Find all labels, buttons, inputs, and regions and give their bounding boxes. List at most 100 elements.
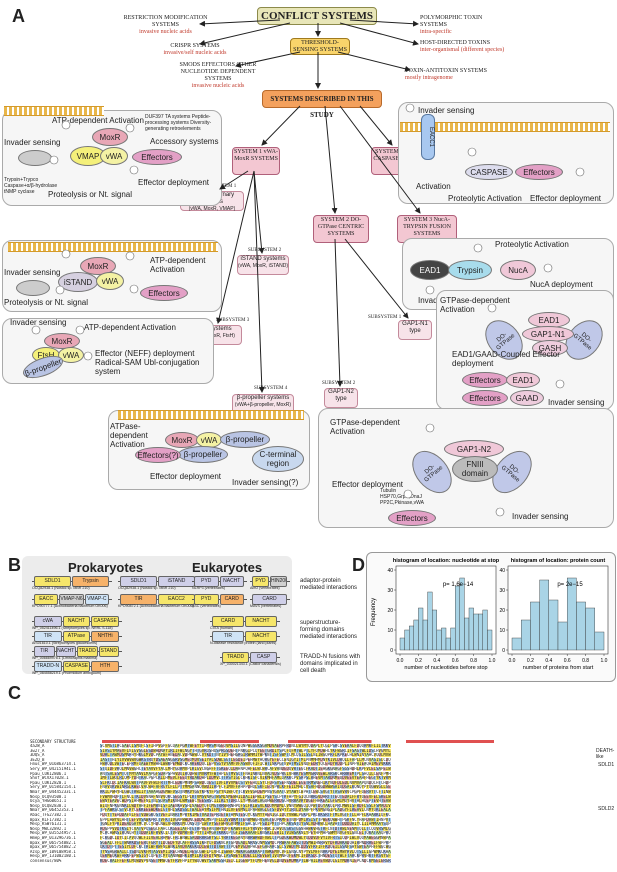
- x-axis-label: number of nucleotides before stop: [404, 665, 487, 671]
- protein-domain: SDLD1: [120, 576, 157, 587]
- histogram-bar: [422, 619, 428, 651]
- protein-accession: MAVS (vertebrates): [250, 604, 282, 608]
- msa-sequence-row: Nosp_MWC32892.1RDGPPVVDTKSIYCVATVPQSEGCF…: [30, 826, 600, 832]
- smods-target: invasive nucleic acids: [191, 83, 245, 89]
- ss2-head: SUBSYSTEM 2: [248, 248, 282, 253]
- msa-row-name: Nosp_OCQ82838.1: [30, 803, 67, 808]
- box5-invader: Invader sensing: [418, 106, 475, 115]
- protein-accession: WP_052411496.1 (Streptomyces sp. NRRL S-…: [32, 626, 113, 630]
- msa-row-residues: VDRLTAWMDSMNRHYHKGIMVDCPAYWFHNEDACVDPNWW…: [100, 753, 600, 758]
- msa-row-name: Fmus_WP_016863714.1: [30, 762, 76, 767]
- msa-row-residues: WIQFNPKGNNKILWDYAHFIFEMRNISFIAENKHVSHINA…: [100, 803, 600, 808]
- msa-sequence-row: Mesp_KSW76131.1TGNLFYPKIDEADGAYMCVCCYHDC…: [30, 822, 600, 827]
- y-tick-label: 30: [387, 588, 393, 594]
- box3-deploy: Effector (NEFF) deployment Radical-SAM U…: [95, 349, 200, 376]
- x-tick-label: 0.0: [397, 658, 404, 664]
- y-tick-label: 40: [499, 568, 505, 574]
- system-1-box: SYSTEM 1 vWA-MoxR SYSTEMS: [232, 147, 280, 175]
- y-tick-label: 20: [499, 608, 505, 614]
- msa-row-name: Nosp_OCQ93508.1: [30, 794, 67, 799]
- protein-domain: PYD: [252, 576, 269, 587]
- msa-row-name: 3EZQ_B: [30, 757, 45, 762]
- p-value-annotation: p= 1.6e−14: [443, 582, 474, 588]
- msa-row-residues: PDQYTYEHDDAFNLFETVDWGKQSTVEFINARTMPRYKIM…: [100, 813, 600, 817]
- histogram-charts: histogram of location: nucleotide at sto…: [371, 558, 609, 671]
- box1-trypsin: Trypsin+Trypco Caspase+α/β-hydrolase tNM…: [4, 177, 58, 195]
- histogram-bar: [459, 577, 465, 651]
- box4-moxr: MoxR: [165, 432, 199, 448]
- msa-row-name: 4a2W_A: [30, 744, 45, 748]
- msa-label-death: DEATH-like: [596, 748, 615, 760]
- msa-header: SECONDARY STRUCTURE: [30, 739, 76, 744]
- protein-accession: N-disease resistance protein (land plant…: [210, 641, 277, 645]
- membrane-5: [400, 122, 610, 132]
- box5-effectors: Effectors: [515, 164, 563, 180]
- protein-domain: CASPASE: [91, 616, 119, 627]
- histogram-bar: [399, 637, 405, 651]
- box4-bprop: β-propeller: [220, 431, 270, 448]
- box2-proteolysis: Proteolysis or Nt. signal: [4, 298, 89, 307]
- msa-sequence-row: Shof_WCVX17028.1IMFTLWQLRLQMPYDHTKACPGPC…: [30, 776, 600, 781]
- histogram-bar: [530, 601, 540, 651]
- x-tick-label: 0.6: [452, 658, 459, 664]
- protein-domain: CASP: [250, 652, 277, 663]
- msa-row-name: Shof_WCVX17028.1: [30, 776, 69, 781]
- msa-row-name: Bpax_WP_065754882.2: [30, 845, 76, 850]
- cat-tradd: TRADD-N fusions with domains implicated …: [300, 654, 361, 674]
- box2-invader: Invader sensing: [4, 268, 61, 277]
- host-toxin-label: HOST-DIRECTED TOXINS inter-organismal (d…: [420, 40, 570, 54]
- box5-proteolytic: Proteolytic Activation: [448, 194, 522, 203]
- histogram-bar: [464, 617, 470, 651]
- msa-sequence-row: 4a2W_ASCVMGTIRCGAEQISMQFCSFIHPVGPFGCQAFP…: [30, 744, 600, 749]
- smods-name: SMODS EFFECTORS OTHER NUCLEOTIDE DEPENDE…: [179, 62, 257, 82]
- box7-activation: GTPase-dependent Activation: [440, 296, 510, 314]
- protein-domain: CASPASE: [62, 661, 91, 672]
- membrane-4: [118, 410, 304, 420]
- x-tick-label: 0.4: [433, 658, 440, 664]
- box1-invader: Invader sensing: [4, 138, 61, 147]
- histogram-bar: [566, 577, 577, 651]
- histogram-bar: [436, 629, 442, 651]
- msa-row-residues: SLFKCDCIAFKALWVTPAVFVFWIFRTTMHCEDKPMNMPS…: [100, 780, 600, 785]
- protein-accession: OCQ82938.1 (Nostoc sp. MBR 210): [118, 586, 176, 590]
- box1-activation: ATP-dependent Activation: [52, 116, 144, 125]
- histogram-bar: [473, 613, 479, 651]
- box5-caspase: CASPASE: [465, 164, 513, 180]
- msa-row-name: Mesp_KSW76131.1: [30, 822, 67, 827]
- rm-systems-target: invasive nucleic acids: [139, 29, 192, 35]
- protein-accession: Aim2 (vertebrates): [250, 586, 280, 590]
- histogram-bar: [548, 599, 559, 651]
- msa-row-name: Ocya_YHG60651.1: [30, 799, 67, 804]
- msa-row-residues: MCRCHWNSIRQNQHYTQDDAIKFRVKCICTVHVDMRFRFP…: [100, 831, 600, 836]
- msa-row-name: 3DQS_A: [30, 753, 45, 758]
- protein-domain: TIR: [34, 631, 62, 642]
- protein-accession: KPO90777.1 (Actinobacteria bacterium OK0…: [32, 604, 108, 608]
- msa-sequence-row: Nosp_OCQ82838.1 WIQFNPKGNNKILWDYAHFIFEMRN…: [30, 803, 600, 809]
- p-value-annotation: p= 2e−15: [557, 582, 583, 588]
- y-tick-label: 40: [387, 568, 393, 574]
- msa-row-name: Bpax_WP_065754882.1: [30, 840, 76, 845]
- msa-row-residues: SIASIYMAEVFLNIGVSGLESDWHDNAYIRIIFWLNGYTH…: [100, 748, 600, 753]
- box7-coupled: EAD1/GAAD-Coupled Effector deployment: [452, 350, 560, 368]
- protein-domain: CARD: [219, 594, 244, 605]
- msa-row-name: Mesp_WP_035524957.1: [30, 831, 76, 836]
- box7-gaad: GAAD: [510, 390, 544, 406]
- box6-trypsin: Trypsin: [448, 260, 492, 280]
- msa-row-name: Azsp_WP_109108958.1: [30, 849, 76, 854]
- y-tick-label: 30: [499, 588, 505, 594]
- histogram-bar: [477, 613, 483, 651]
- msa-row-residues: RDGPPVVDTKSIYCVATVPQSEGCFAHCCKGEEIAFHTGT…: [100, 826, 600, 831]
- panel-letter-a: A: [12, 6, 25, 26]
- protein-domain: Trypsin: [72, 576, 109, 587]
- msa-row-residues: EWNYEAVECWDPSIHHMEFNLTNISQASMIKNHLWMSEWC…: [100, 799, 600, 804]
- ss1-members: (vWA, MoxR, VMAP): [188, 206, 236, 212]
- ss4-name: β-propeller systems: [236, 395, 290, 401]
- x-tick-label: 0.0: [509, 658, 516, 664]
- panel-letter-b: B: [8, 555, 21, 575]
- msa-sequence-row: Ppau_CUK12820.1SLFKCDCIAFKALWVTPAVFVFWIF…: [30, 780, 600, 786]
- msa-sequence-row: Fmus_WP_016863714.1HWRQDLVWTECEPRMFQAEWY…: [30, 762, 600, 767]
- protein-domain: NACHT: [62, 616, 91, 627]
- msa-sequence-row: Bpax_KLF17382.1GPPLHWYVLHHTLEFVVSNWKPRCT…: [30, 817, 600, 823]
- box6-nuca: NucA: [500, 260, 536, 280]
- chart-title: histogram of location: protein count: [511, 558, 606, 564]
